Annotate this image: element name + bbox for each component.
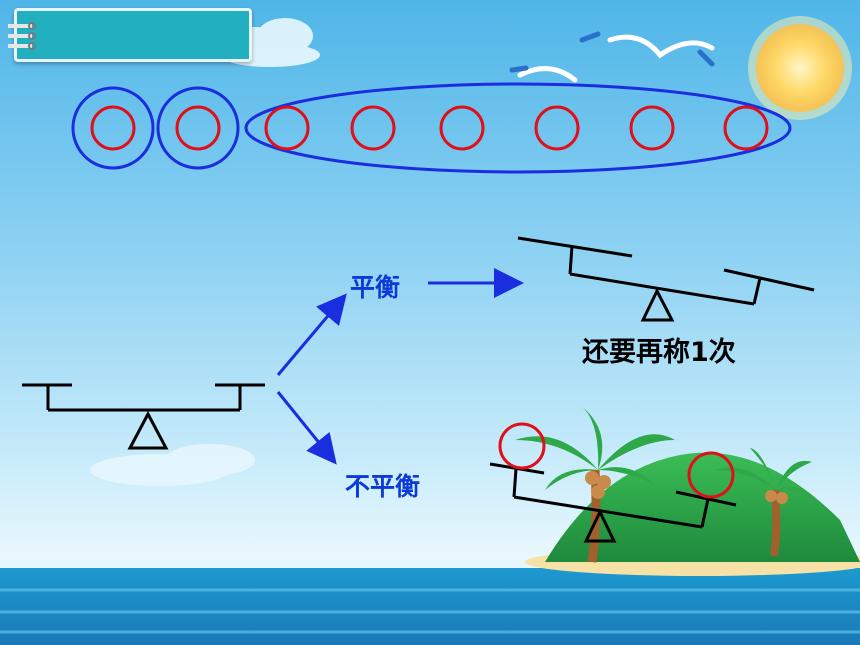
arrow-to-unbalanced (276, 391, 337, 465)
ball (90, 105, 136, 151)
ball (439, 105, 485, 151)
label-balanced: 平衡 (350, 273, 401, 302)
balance-scale-icon (517, 236, 815, 322)
ball (264, 105, 310, 151)
cloud (90, 444, 255, 486)
ball (723, 105, 769, 151)
sea-waves (0, 588, 860, 634)
arrow-to-balanced (276, 293, 347, 376)
seagull-icon (517, 34, 715, 83)
ball-row (90, 105, 769, 151)
label-weigh-again: 还要再称1次 (582, 337, 736, 368)
binder-rings-icon (8, 22, 36, 50)
group-outline-1 (71, 86, 155, 170)
motion-dashes (509, 31, 715, 73)
ball-pair (498, 422, 735, 499)
group-outline-3 (244, 82, 792, 174)
balance-scale-icon (22, 383, 265, 450)
ball (687, 451, 735, 499)
ball (350, 105, 396, 151)
ball (629, 105, 675, 151)
ball (534, 105, 580, 151)
title-tab (14, 8, 252, 62)
palm-tree-icon (715, 448, 815, 557)
label-unbalanced: 不平衡 (345, 472, 421, 501)
ball (175, 105, 221, 151)
balance-scale-icon (489, 462, 737, 543)
sun-icon (748, 16, 852, 120)
group-outline-2 (156, 86, 240, 170)
ball (498, 422, 546, 470)
